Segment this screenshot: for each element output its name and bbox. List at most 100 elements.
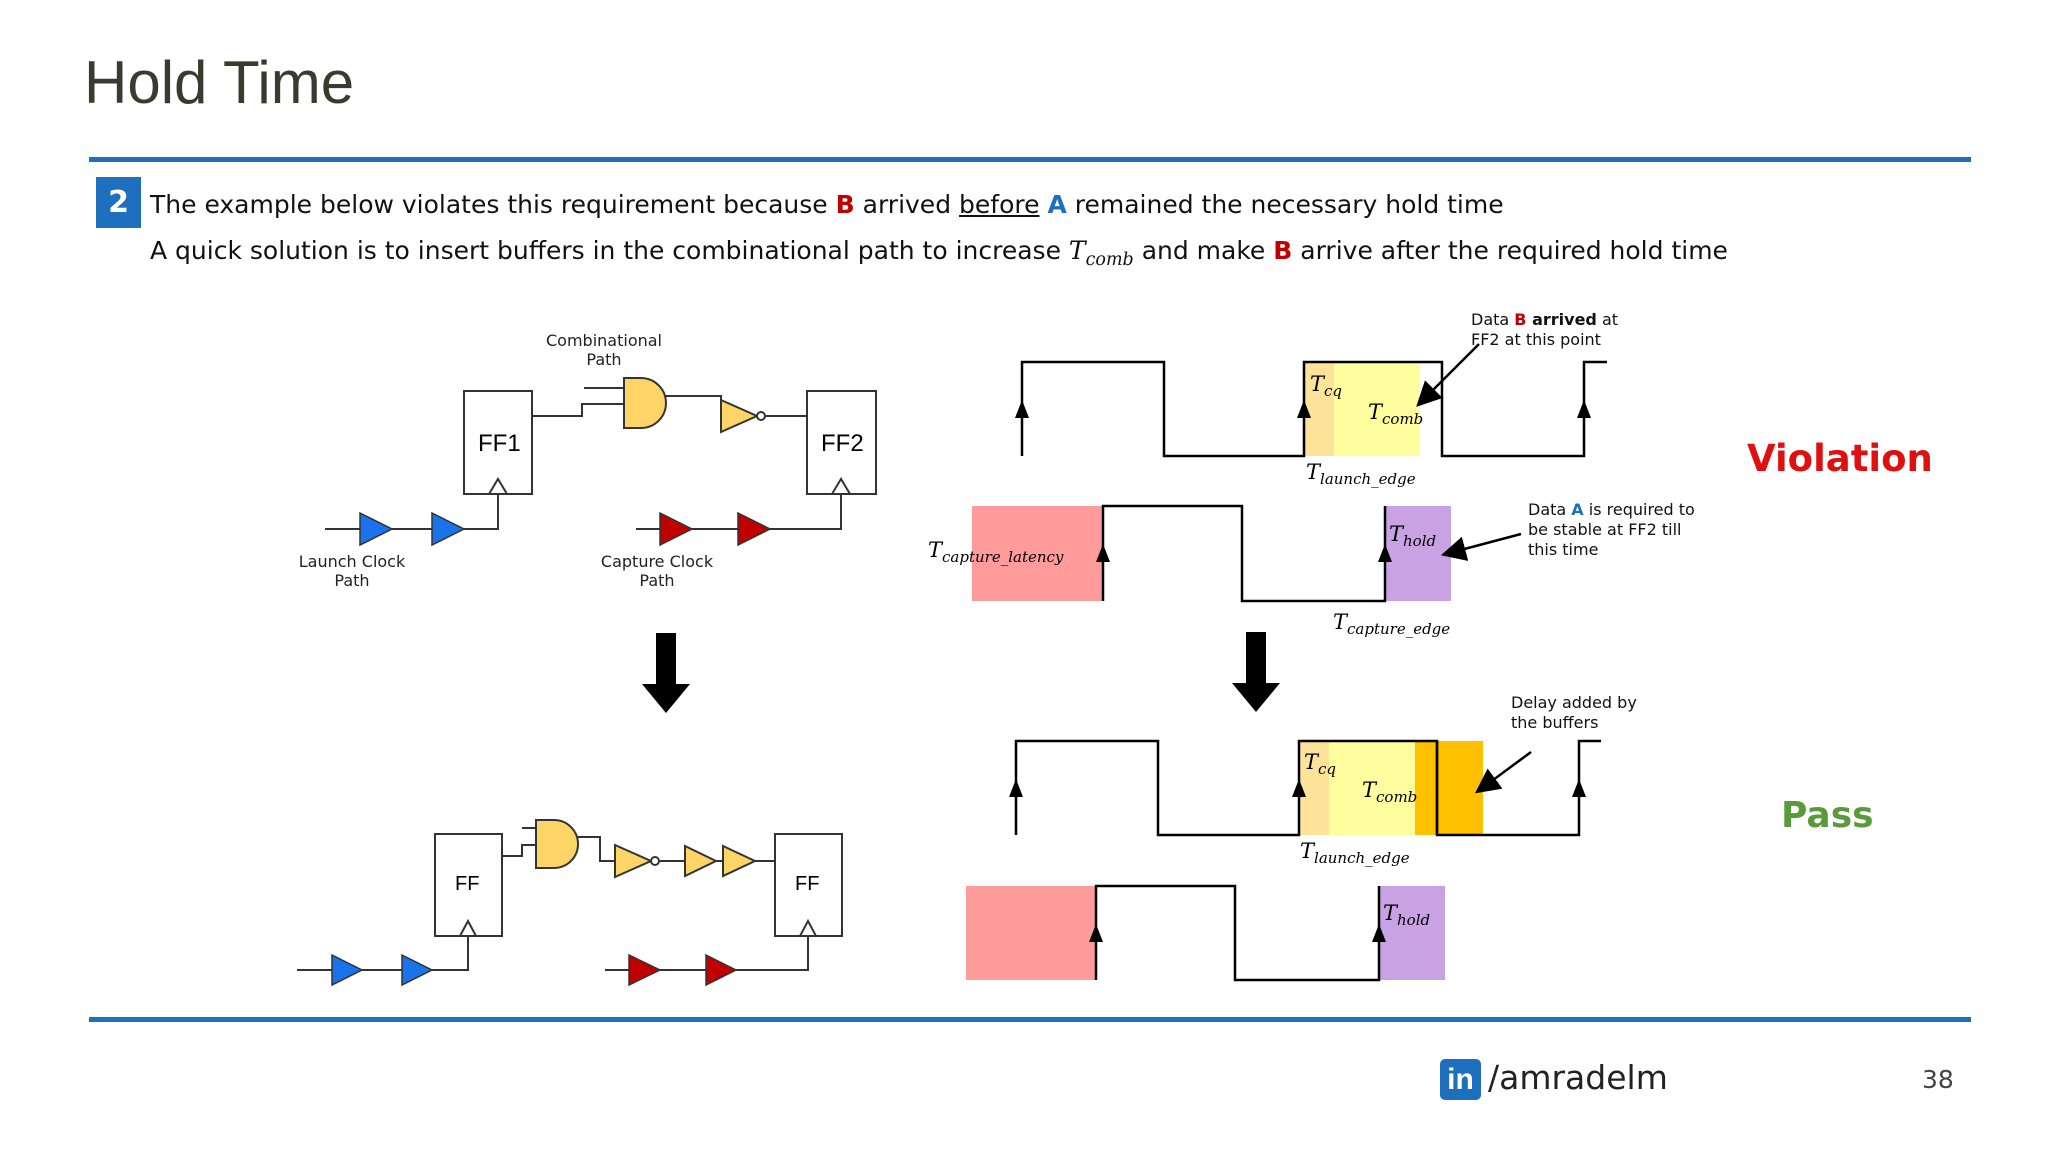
tcomb-symbol: Tcomb (1068, 236, 1134, 270)
inverter-icon (614, 843, 654, 879)
added-buffer-icon (684, 844, 719, 878)
tcomb-label: Tcomb (1362, 778, 1418, 807)
note-text: Data (1471, 310, 1515, 329)
capture-buffer-icon (737, 511, 772, 547)
tcomb-sub: comb (1376, 788, 1418, 807)
note-text: FF2 at this point (1471, 330, 1601, 349)
tcq-label: Tcq (1304, 750, 1337, 779)
comb-label-line: Path (586, 350, 622, 369)
capture-latency-region (966, 886, 1096, 980)
tcomb-region (1334, 362, 1420, 456)
inverter-bubble (756, 411, 766, 421)
tlaunch-edge-label: Tlaunch_edge (1300, 839, 1410, 868)
capture-label-line: Path (639, 571, 675, 590)
thold-sub: hold (1403, 532, 1437, 551)
launch-label-line: Path (334, 571, 370, 590)
ff-left-clock-triangle (459, 918, 477, 937)
inverter-icon (720, 398, 760, 434)
ff1-box (463, 390, 533, 495)
ff2-box (806, 390, 877, 495)
rising-edge-arrows (1015, 400, 1591, 562)
data-b-label: B (835, 190, 855, 219)
note-data-b: B (1514, 310, 1527, 329)
bottom-circuit (297, 827, 843, 971)
tcq-sub: cq (1324, 382, 1343, 401)
ff-to-and-wire (502, 844, 536, 857)
top-divider (89, 157, 1971, 162)
transform-arrow-right (1232, 632, 1280, 712)
tcomb-region (1329, 741, 1415, 835)
tcq-label: Tcq (1310, 372, 1343, 401)
capture-buffer-icon (628, 953, 662, 987)
comb-subscript: comb (1085, 250, 1134, 270)
note-text: this time (1528, 540, 1599, 559)
line2-text: A quick solution is to insert buffers in… (150, 236, 1069, 265)
ff-right-box (774, 833, 843, 937)
tcq-region (1304, 362, 1334, 456)
tcapture-latency-sub: capture_latency (942, 548, 1064, 567)
ff-right-label: FF (795, 873, 820, 895)
comb-label-line: Combinational (546, 331, 662, 350)
ff1-to-and-wire (532, 403, 624, 417)
delay-note-pointer (1474, 750, 1532, 794)
launch-buffer-icon (401, 953, 434, 987)
top-circuit (325, 387, 877, 530)
buffer-delay-region (1415, 741, 1483, 835)
and-gate-icon (623, 377, 667, 429)
ff2-label: FF2 (821, 430, 864, 457)
launch-label-line: Launch Clock (298, 552, 406, 571)
tlaunch-sub: launch_edge (1320, 470, 1416, 489)
explanation-line-2: A quick solution is to insert buffers in… (150, 236, 1728, 270)
note-text: the buffers (1511, 713, 1599, 732)
capture-buffer-icon (705, 953, 738, 987)
note-text: be stable at FF2 till (1528, 520, 1682, 539)
data-a-label: A (1047, 190, 1067, 219)
launch-clock-waveform (1014, 739, 1601, 837)
line1-text: arrived (854, 190, 960, 219)
line2-text: arrive after the required hold time (1292, 236, 1728, 265)
hold-region (1385, 506, 1451, 601)
ff1-label: FF1 (478, 430, 521, 457)
tcomb-sub: comb (1382, 410, 1424, 429)
capture-out-wire (736, 936, 809, 971)
thold-label: Thold (1389, 522, 1437, 551)
line1-text: The example below violates this requirem… (150, 190, 836, 219)
tcapture-edge-label: Tcapture_edge (1333, 610, 1451, 639)
launch-buffer-icon (359, 511, 394, 547)
t-symbol: T (1068, 236, 1086, 265)
pass-label: Pass (1781, 795, 1874, 836)
launch-out-wire (432, 936, 469, 971)
rising-edge-arrows (1009, 779, 1586, 942)
line1-text: remained the necessary hold time (1066, 190, 1504, 219)
and-to-inv-wire (661, 395, 722, 416)
inverter-bubble (650, 856, 660, 866)
data-b-label: B (1273, 236, 1293, 265)
bottom-divider (89, 1017, 1971, 1022)
hold-region (1379, 886, 1445, 980)
note-a-pointer (1440, 532, 1522, 561)
note-b-pointer (1416, 343, 1480, 407)
capture-out-wire (770, 494, 842, 530)
linkedin-icon[interactable]: in (1440, 1059, 1481, 1100)
linkedin-handle[interactable]: /amradelm (1488, 1058, 1668, 1097)
tlaunch-sub: launch_edge (1314, 849, 1410, 868)
explanation-line-1: The example below violates this requirem… (150, 190, 1504, 219)
tcq-sub: cq (1318, 760, 1337, 779)
capture-label-line: Capture Clock (600, 552, 714, 571)
note-text: is required to (1583, 500, 1695, 519)
launch-out-wire (464, 494, 499, 530)
thold-label: Thold (1383, 901, 1431, 930)
note-arrived: arrived (1526, 310, 1597, 329)
page-number: 38 (1922, 1065, 1954, 1094)
capture-clock-waveform (1101, 504, 1387, 603)
ff2-clock-triangle (831, 477, 851, 495)
added-buffer-icon (722, 844, 758, 878)
tcapture-latency-label: Tcapture_latency (928, 538, 1064, 567)
note-text: Data (1528, 500, 1572, 519)
